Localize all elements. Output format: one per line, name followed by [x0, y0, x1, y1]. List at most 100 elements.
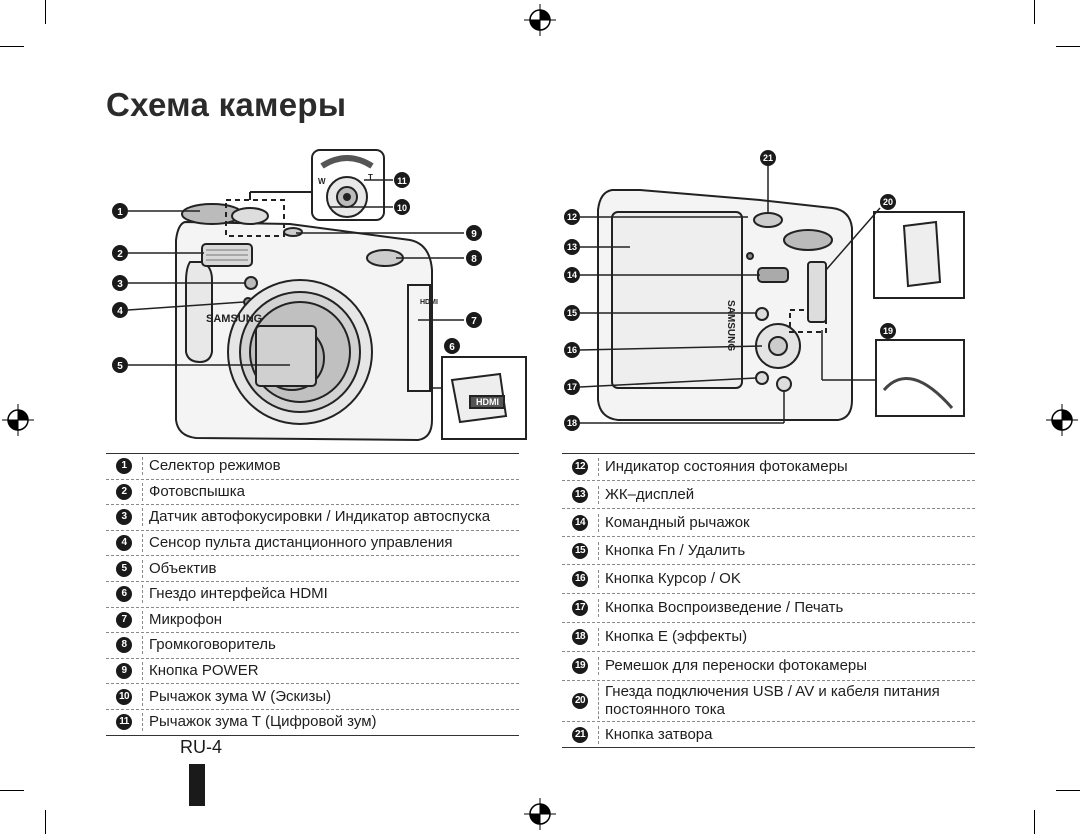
svg-text:16: 16 — [567, 345, 577, 355]
status-led — [746, 252, 754, 260]
svg-text:19: 19 — [883, 326, 893, 336]
legend-text: Рычажок зума W (Эскизы) — [142, 687, 519, 706]
crop-mark — [45, 810, 46, 834]
camera-diagram: SAMSUNG SAMSUNG HDMI HDMI W T 1 2 3 4 5 — [112, 149, 965, 442]
legend-text: ЖК–дисплей — [598, 485, 975, 504]
callout-14: 14 — [564, 267, 580, 283]
legend-text: Кнопка затвора — [598, 725, 975, 744]
legend-row: 17 Кнопка Воспроизведение / Печать — [562, 594, 975, 623]
callout-10: 10 — [394, 199, 410, 215]
svg-text:14: 14 — [567, 270, 577, 280]
legend-number: 9 — [116, 663, 132, 680]
callout-3: 3 — [112, 275, 128, 291]
svg-text:6: 6 — [449, 342, 455, 353]
svg-text:18: 18 — [567, 418, 577, 428]
legend-row: 10 Рычажок зума W (Эскизы) — [106, 684, 519, 710]
callout-11: 11 — [394, 172, 410, 188]
legend-text: Гнездо интерфейса HDMI — [142, 585, 519, 604]
svg-text:20: 20 — [883, 197, 893, 207]
registration-mark-icon — [524, 4, 556, 36]
callout-9: 9 — [466, 225, 482, 241]
legend-number: 12 — [572, 459, 588, 475]
hdmi-label-inset: HDMI — [476, 397, 499, 407]
page-title: Схема камеры — [106, 86, 347, 123]
callout-4: 4 — [112, 302, 128, 318]
legend-row: 3 Датчик автофокусировки / Индикатор авто… — [106, 505, 519, 531]
hdmi-label-small: HDMI — [420, 299, 438, 306]
svg-text:11: 11 — [397, 176, 407, 186]
brand-text-back: SAMSUNG — [725, 300, 736, 351]
legend-number: 1 — [116, 458, 132, 475]
svg-text:5: 5 — [117, 361, 123, 372]
mode-dial-back — [783, 229, 833, 251]
legend-number: 5 — [116, 560, 132, 577]
zoom-wide-label: W — [318, 177, 326, 186]
svg-text:9: 9 — [471, 229, 477, 240]
legend-number: 17 — [572, 600, 588, 616]
legend-text: Датчик автофокусировки / Индикатор автос… — [142, 508, 519, 527]
command-lever — [757, 267, 789, 283]
svg-text:17: 17 — [567, 382, 577, 392]
section-tab — [189, 764, 205, 806]
legend-number: 19 — [572, 658, 588, 674]
page-number: RU-4 — [180, 737, 223, 757]
legend-text: Ремешок для переноски фотокамеры — [598, 657, 975, 675]
svg-text:2: 2 — [117, 249, 123, 260]
legend-text: Кнопка E (эффекты) — [598, 628, 975, 646]
svg-text:13: 13 — [567, 242, 577, 252]
callout-8: 8 — [466, 250, 482, 266]
callout-7: 7 — [466, 312, 482, 328]
crop-mark — [45, 0, 46, 24]
legend-text: Кнопка Fn / Удалить — [598, 541, 975, 560]
callout-15: 15 — [564, 305, 580, 321]
callout-5: 5 — [112, 357, 128, 373]
legend-row: 12 Индикатор состояния фотокамеры — [562, 454, 975, 481]
legend-number: 16 — [572, 571, 588, 587]
svg-text:4: 4 — [117, 306, 123, 317]
fn-button — [755, 307, 769, 321]
legend-text: Кнопка Воспроизведение / Печать — [598, 599, 975, 617]
svg-text:12: 12 — [567, 212, 577, 222]
callout-17: 17 — [564, 379, 580, 395]
legend-text: Кнопка Курсор / OK — [598, 570, 975, 588]
crop-mark — [1034, 0, 1035, 24]
crop-mark — [1056, 46, 1080, 47]
svg-text:3: 3 — [117, 279, 123, 290]
legend-number: 10 — [116, 688, 132, 705]
brand-text-front: SAMSUNG — [206, 313, 262, 325]
svg-text:8: 8 — [471, 254, 477, 265]
legend-number: 11 — [116, 714, 132, 731]
callout-19: 19 — [880, 323, 896, 339]
legend-text: Индикатор состояния фотокамеры — [598, 458, 975, 476]
callout-13: 13 — [564, 239, 580, 255]
power-button — [283, 227, 303, 237]
registration-mark-icon — [524, 798, 556, 830]
callout-6: 6 — [444, 338, 460, 354]
legend-text: Командный рычажок — [598, 513, 975, 532]
svg-text:21: 21 — [763, 153, 773, 163]
crop-mark — [1034, 810, 1035, 834]
legend-number: 20 — [572, 693, 588, 709]
legend-text: Селектор режимов — [142, 457, 519, 476]
svg-text:15: 15 — [567, 308, 577, 318]
callout-1: 1 — [112, 203, 128, 219]
svg-text:10: 10 — [397, 203, 407, 213]
legend-number: 7 — [116, 611, 132, 628]
camera-front-grip — [185, 261, 213, 364]
svg-text:7: 7 — [471, 316, 477, 327]
callout-18: 18 — [564, 415, 580, 431]
legend-number: 3 — [116, 509, 132, 526]
legend-number: 8 — [116, 637, 132, 654]
